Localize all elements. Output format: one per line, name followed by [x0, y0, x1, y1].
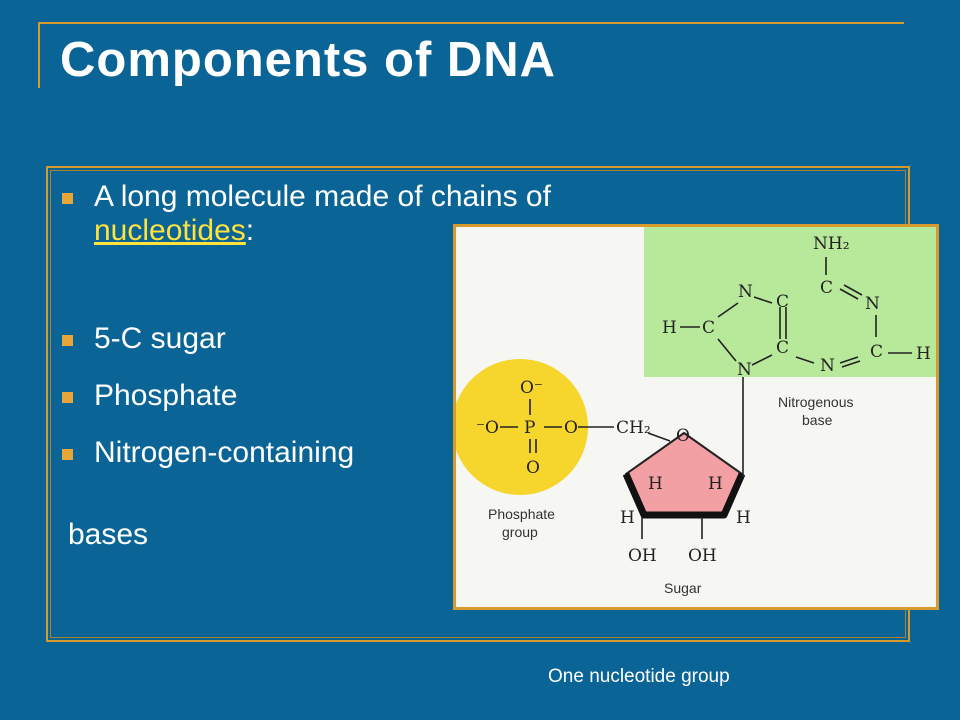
bullet-item-nitrogen: Nitrogen-containing: [58, 436, 718, 470]
atom-nh2: NH₂: [813, 234, 850, 254]
atom-h: H: [736, 508, 751, 528]
atom-n: N: [820, 356, 835, 376]
label-group: group: [502, 524, 538, 540]
phosphate-circle: [456, 359, 588, 495]
atom-oh: OH: [688, 546, 717, 566]
nucleotide-diagram: NH₂ C N C H N C C N C H N Nitrogenous ba…: [453, 224, 939, 610]
bullet-text: 5-C sugar: [94, 322, 226, 355]
nucleotides-link[interactable]: nucleotides: [94, 214, 246, 247]
frame-left-line: [38, 22, 40, 88]
atom-ch2: CH₂: [616, 418, 651, 438]
atom-h: H: [620, 508, 635, 528]
bond-lines: [500, 257, 912, 539]
bullet-continuation: bases: [68, 518, 149, 551]
frame-top-line: [38, 22, 904, 24]
atom-o-minus: O⁻: [520, 378, 543, 398]
atom-c: C: [702, 318, 715, 338]
atom-h: H: [662, 318, 677, 338]
bullet-text: Phosphate: [94, 379, 238, 412]
title-frame-lines: [38, 22, 904, 92]
atom-c: C: [776, 292, 789, 312]
atom-o: O: [676, 426, 690, 446]
atom-oh: OH: [628, 546, 657, 566]
slide-title: Components of DNA: [60, 33, 557, 87]
atom-h: H: [916, 344, 931, 364]
atom-c: C: [870, 342, 883, 362]
bullet-square-icon: [62, 392, 73, 403]
bullet-square-icon: [62, 193, 73, 204]
bullet-text: Nitrogen-containing: [94, 436, 355, 469]
atom-o: O: [564, 418, 578, 438]
atom-o: O: [526, 458, 540, 478]
atom-c: C: [776, 338, 789, 358]
figure-caption: One nucleotide group: [548, 666, 730, 687]
label-sugar: Sugar: [664, 580, 702, 596]
sugar-ring-front-edge: [622, 472, 746, 519]
bullet-list: A long molecule made of chains of nucleo…: [58, 180, 718, 493]
nucleotide-svg: NH₂ C N C H N C C N C H N Nitrogenous ba…: [456, 227, 936, 596]
atom-h: H: [648, 474, 663, 494]
atom-c: C: [820, 278, 833, 298]
atom-n: N: [865, 294, 880, 314]
bullet-colon: :: [245, 214, 255, 247]
label-nitrogenous: Nitrogenous: [778, 394, 854, 410]
label-base: base: [802, 412, 833, 428]
base-background: [644, 227, 936, 377]
atom-p: P: [524, 418, 535, 438]
bullet-item-molecule: A long molecule made of chains of nucleo…: [58, 180, 718, 248]
atom-h: H: [708, 474, 723, 494]
bullet-square-icon: [62, 449, 73, 460]
atom-minus-o: ⁻O: [476, 418, 499, 438]
bullet-item-phosphate: Phosphate: [58, 379, 718, 413]
bullet-square-icon: [62, 335, 73, 346]
bullet-item-sugar: 5-C sugar: [58, 322, 718, 356]
atom-n: N: [738, 282, 753, 302]
bullet-text: A long molecule made of chains of: [94, 180, 551, 213]
label-phosphate: Phosphate: [488, 506, 555, 522]
atom-n: N: [737, 360, 752, 380]
